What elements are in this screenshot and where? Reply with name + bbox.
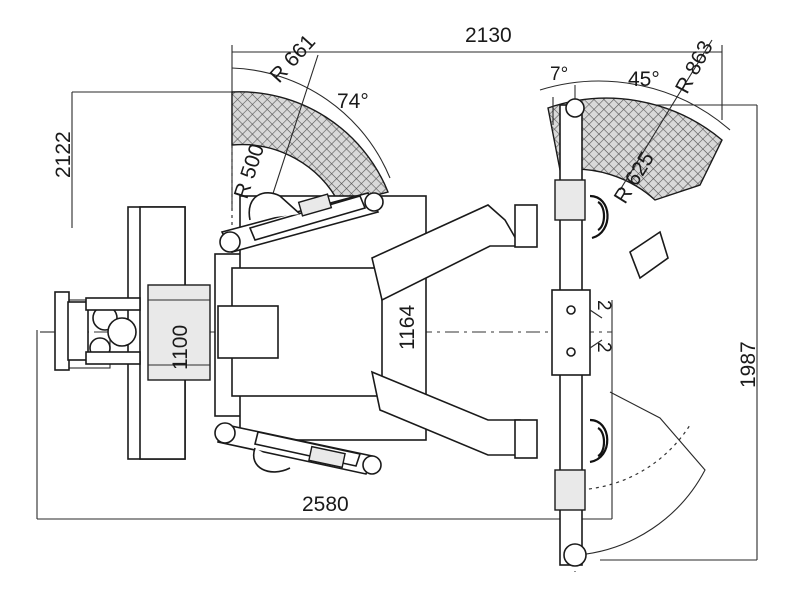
dim-base-width: 1100 [169, 325, 192, 370]
dim-bottom-width: 2580 [302, 493, 349, 516]
radius-left-inner: R 500 [230, 141, 269, 201]
dim-left-height: 2122 [52, 131, 75, 178]
left-lower-arm [214, 422, 382, 475]
right-swing-zone [539, 39, 731, 556]
small-marks: 2 2 [593, 300, 614, 353]
dim-column-center: 1164 [396, 305, 419, 350]
angle-labels: 74° 7° 45° [337, 64, 660, 113]
angle-right-small: 7° [550, 64, 568, 85]
radius-left-outer: R 661 [266, 30, 321, 87]
radius-right-outer: R 863 [671, 37, 718, 97]
left-upper-arm [219, 192, 384, 253]
svg-text:2: 2 [593, 342, 614, 353]
svg-text:2: 2 [593, 300, 614, 311]
dim-top-width: 2130 [465, 24, 512, 47]
angle-right-swing: 45° [628, 68, 660, 91]
motor-unit [40, 291, 141, 371]
cross-member [551, 98, 603, 567]
dim-right-height: 1987 [737, 341, 760, 388]
dimension-labels: 2130 2122 1987 2580 1164 1100 [52, 24, 760, 516]
right-handles [589, 194, 669, 464]
right-lower-arm [370, 370, 538, 459]
right-upper-arm [371, 204, 538, 302]
angle-left-swing: 74° [337, 90, 369, 113]
